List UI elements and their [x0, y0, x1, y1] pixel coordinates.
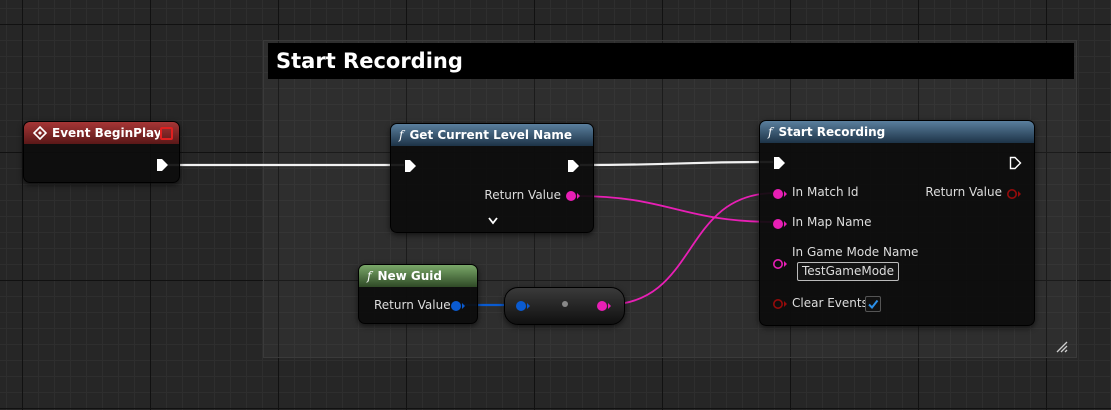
string-input-pin[interactable] [772, 258, 788, 270]
expand-arrow-icon[interactable] [487, 216, 499, 226]
string-input-pin[interactable] [772, 218, 788, 230]
get-current-level-name-title: Get Current Level Name [409, 128, 572, 142]
exec-pin-icon[interactable] [155, 158, 169, 172]
comment-title[interactable]: Start Recording [268, 43, 1074, 79]
bool-input-pin[interactable] [772, 298, 788, 310]
function-icon: f [399, 128, 404, 142]
struct-input-pin[interactable] [515, 300, 531, 312]
exec-wire-levelname-to-startrecording [579, 160, 774, 167]
function-icon: f [367, 269, 372, 283]
exec-pin-icon[interactable] [772, 156, 786, 170]
string-output-pin[interactable] [596, 300, 612, 312]
in-match-id-label: In Match Id [792, 185, 859, 199]
clear-events-checkbox[interactable] [865, 296, 881, 312]
string-wire-convert-to-matchid [604, 192, 777, 306]
exec-pin-icon[interactable] [1008, 156, 1022, 170]
bool-output-pin[interactable] [1006, 188, 1022, 200]
return-value-label: Return Value [484, 188, 561, 202]
in-map-name-label: In Map Name [792, 215, 872, 229]
function-icon: f [768, 125, 773, 139]
event-beginplay-header[interactable]: Event BeginPlay [24, 122, 179, 144]
new-guid-node[interactable]: f New Guid Return Value [358, 264, 478, 324]
checkmark-icon [868, 299, 879, 310]
resize-grip-icon[interactable] [1056, 341, 1068, 353]
start-recording-node[interactable]: f Start Recording In Match Id Return Valu… [759, 120, 1035, 326]
struct-output-pin[interactable] [450, 300, 466, 312]
get-current-level-name-header[interactable]: f Get Current Level Name [391, 124, 593, 146]
guid-to-string-conversion-node[interactable] [504, 287, 625, 325]
in-game-mode-name-label: In Game Mode Name [792, 245, 919, 259]
exec-pin-icon[interactable] [403, 159, 417, 173]
start-recording-header[interactable]: f Start Recording [760, 121, 1034, 143]
delegate-pin-icon[interactable] [160, 127, 173, 140]
start-recording-title: Start Recording [778, 125, 886, 139]
event-icon [33, 126, 47, 140]
string-input-pin[interactable] [772, 188, 788, 200]
get-current-level-name-node[interactable]: f Get Current Level Name Return Value [390, 123, 594, 233]
event-beginplay-node[interactable]: Event BeginPlay [23, 121, 180, 183]
string-wire-levelname-to-mapname [575, 195, 777, 223]
event-beginplay-title: Event BeginPlay [52, 126, 162, 140]
exec-pin-icon[interactable] [566, 159, 580, 173]
game-mode-name-input[interactable]: TestGameMode [797, 262, 900, 281]
clear-events-label: Clear Events [792, 296, 868, 310]
return-value-label: Return Value [374, 298, 451, 312]
new-guid-title: New Guid [377, 269, 442, 283]
string-output-pin[interactable] [565, 190, 581, 202]
return-value-label: Return Value [925, 185, 1002, 199]
conversion-dot-icon [562, 301, 568, 307]
new-guid-header[interactable]: f New Guid [359, 265, 477, 287]
